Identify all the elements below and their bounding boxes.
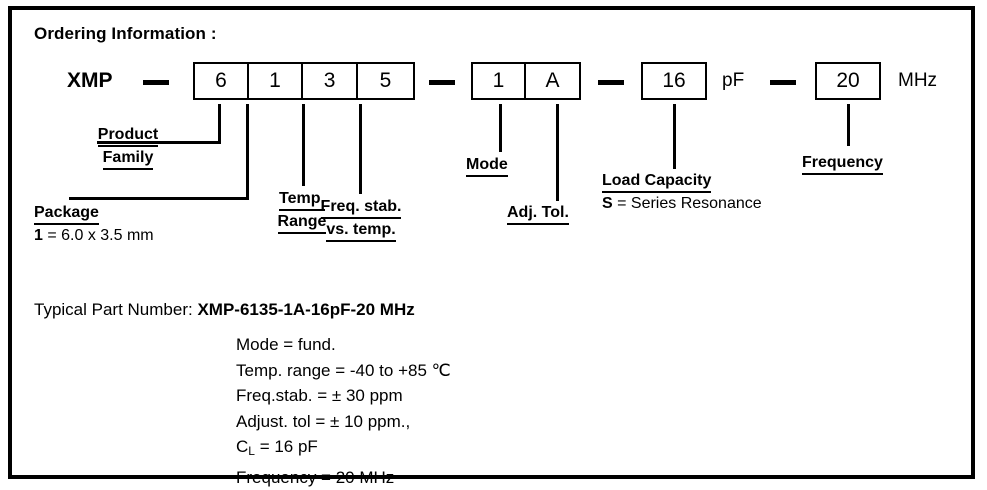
callout-load-capacity: Load Capacity [602,170,712,193]
code-group-mode-tol: 1 A [471,62,581,100]
callout-freq-stab-line2: vs. temp. [326,219,396,242]
callout-product-family: Product Family [66,124,190,170]
separator-dash-3 [598,80,624,85]
figure-frame: Ordering Information : XMP 6 1 3 5 1 A 1… [8,6,975,487]
callout-freq-stab: Freq. stab. vs. temp. [303,196,419,242]
typical-part-number-value: XMP-6135-1A-16pF-20 MHz [197,300,415,319]
separator-dash-2 [429,80,455,85]
code-cell[interactable]: 1 [249,64,304,98]
callout-frequency-title: Frequency [802,152,883,175]
part-number-row: XMP 6 1 3 5 1 A 16 pF [12,62,987,104]
typical-part-number-label: Typical Part Number: [34,300,198,319]
spec-item-temp-range: Temp. range = -40 to +85 ℃ [236,360,451,380]
callout-load-capacity-text: = Series Resonance [612,195,762,212]
callout-package-detail-code: 1 [34,227,43,244]
unit-mhz: MHz [898,70,938,91]
leader-line-product-family-vertical [218,104,221,144]
callout-package-detail-text: = 6.0 x 3.5 mm [42,227,154,244]
callout-load-capacity-title: Load Capacity [602,170,712,193]
code-group-product: 6 1 3 5 [193,62,415,100]
spec-list: Mode = fund. Temp. range = -40 to +85 ℃ … [236,332,451,490]
code-cell[interactable]: 1 [473,64,527,98]
callout-freq-stab-line1: Freq. stab. [320,196,402,219]
leader-line-frequency [847,104,850,146]
callout-temp-range: Temp. Range [257,188,347,234]
spec-item-mode: Mode = fund. [236,335,336,354]
callout-temp-range-line1: Temp. [279,188,325,211]
spec-cl-subscript: L [248,444,255,458]
spec-cl-base: C [236,437,249,456]
callout-package-detail: 1 = 6.0 x 3.5 mm [34,225,154,246]
leader-line-adj-tol [556,104,559,201]
spec-cl-rest: = 16 pF [254,437,318,456]
code-cell[interactable]: 6 [195,64,250,98]
prefix-xmp: XMP [67,69,113,92]
callout-load-capacity-detail: S = Series Resonance [602,193,762,214]
spec-item-load-capacitance: CL = 16 pF [236,434,451,465]
leader-line-package-horizontal [69,197,249,200]
spec-item-adjust-tol: Adjust. tol = ± 10 ppm., [236,411,411,431]
typical-part-number-line: Typical Part Number: XMP-6135-1A-16pF-20… [34,300,415,320]
separator-dash-4 [770,80,796,85]
leader-line-package-vertical [246,104,249,200]
leader-line-product-family-horizontal [97,141,221,144]
callout-package: Package [34,202,99,225]
spec-item-freq-stab: Freq.stab. = ± 30 ppm [236,386,403,405]
callout-product-family-line2: Family [102,147,154,170]
code-group-frequency: 20 [815,62,881,100]
page-title: Ordering Information : [34,24,217,43]
callout-package-title: Package [34,202,99,225]
callout-frequency: Frequency [802,152,883,175]
callout-adj-tol-title: Adj. Tol. [507,202,569,225]
callout-mode: Mode [466,154,508,177]
leader-line-load-capacity [673,104,676,169]
leader-line-mode [499,104,502,152]
callout-product-family-line1: Product [97,124,159,147]
separator-dash-1 [143,80,169,85]
code-group-load-capacity: 16 [641,62,707,100]
callout-adj-tol: Adj. Tol. [507,202,569,225]
callout-mode-title: Mode [466,154,508,177]
callout-temp-range-line2: Range [277,211,327,234]
unit-pf: pF [722,70,745,91]
code-cell[interactable]: 5 [358,64,413,98]
code-cell[interactable]: 16 [643,64,705,98]
leader-line-freq-stab [359,104,362,194]
spec-item-frequency: Frequency = 20 MHz [236,467,395,487]
leader-line-temp-range [302,104,305,186]
code-cell[interactable]: 20 [817,64,879,98]
code-cell[interactable]: A [526,64,579,98]
code-cell[interactable]: 3 [303,64,359,98]
callout-load-capacity-code: S [602,195,613,212]
